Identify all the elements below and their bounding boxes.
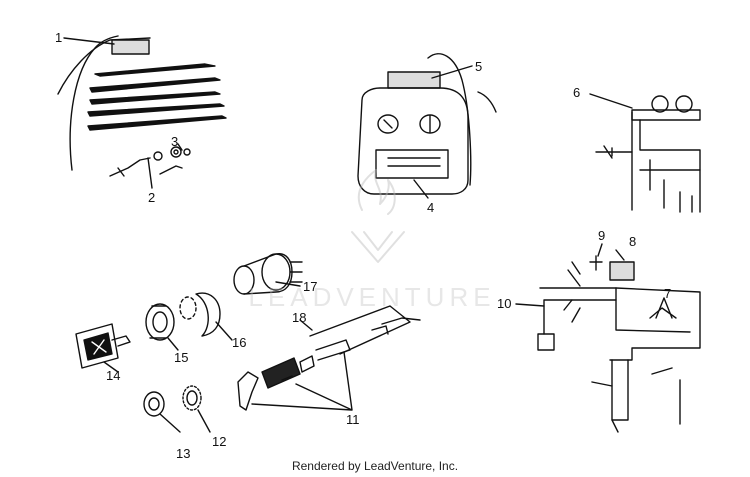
callout-17: 17 [303, 279, 317, 294]
key-switch-assembly [75, 253, 421, 417]
callout-15: 15 [174, 350, 188, 365]
callout-2: 2 [148, 190, 155, 205]
lower-right-harness [537, 255, 701, 433]
callout-3: 3 [171, 134, 178, 149]
callout-6: 6 [573, 85, 580, 100]
dash-pod [357, 53, 497, 195]
callout-16: 16 [232, 335, 246, 350]
callout-1: 1 [55, 30, 62, 45]
callout-13: 13 [176, 446, 190, 461]
watermark-logo [351, 169, 405, 263]
callout-9: 9 [598, 228, 605, 243]
callout-labels: 1 2 3 4 5 6 7 8 9 10 11 12 13 14 15 16 1… [55, 30, 671, 461]
callout-14: 14 [106, 368, 120, 383]
callout-5: 5 [475, 59, 482, 74]
watermark-text: LEADVENTURE [248, 282, 495, 312]
footer-credit: Rendered by LeadVenture, Inc. [291, 459, 459, 473]
callout-10: 10 [497, 296, 511, 311]
callout-8: 8 [629, 234, 636, 249]
callout-12: 12 [212, 434, 226, 449]
callout-11: 11 [346, 412, 360, 427]
callout-18: 18 [292, 310, 306, 325]
upper-right-harness [595, 95, 701, 213]
left-panel-decals [57, 35, 227, 177]
callout-4: 4 [427, 200, 434, 215]
callout-7: 7 [664, 286, 671, 301]
